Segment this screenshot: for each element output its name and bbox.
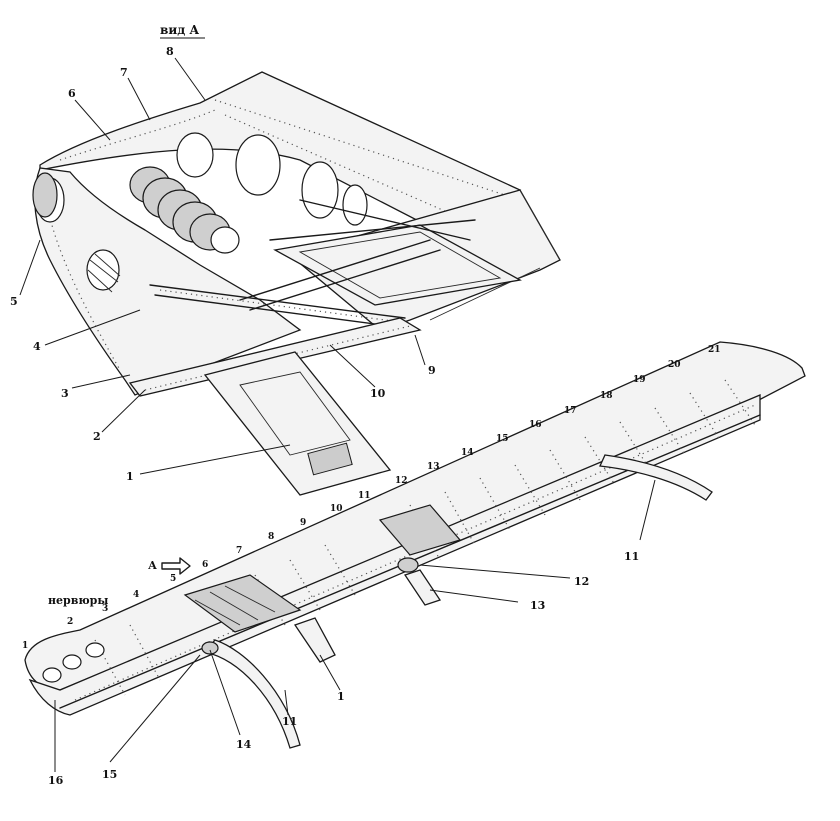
wing-callout-15: 15 [102, 768, 117, 781]
rib-number: 7 [236, 546, 242, 556]
wing-callout-14: 14 [236, 738, 252, 751]
end-fitting [32, 172, 58, 218]
detail-callout-7: 7 [120, 66, 128, 79]
detail-callout-1: 1 [126, 470, 134, 483]
rib-number: 14 [461, 448, 474, 458]
rib-number: 10 [330, 504, 343, 514]
rib-number: 8 [268, 532, 274, 542]
fitting-1 [293, 617, 336, 663]
rib-number: 12 [395, 476, 408, 486]
rib-number: 6 [202, 560, 208, 570]
wing-assembly: А нервюры 1 2 3 4 5 6 7 8 9 10 11 12 13 … [22, 341, 806, 787]
wing-callout-12: 12 [574, 575, 589, 588]
view-arrow-label: А [148, 559, 157, 572]
rib-number: 16 [529, 420, 542, 430]
wing-callout-13: 13 [530, 599, 545, 612]
detail-callout-3: 3 [61, 387, 69, 400]
detail-callout-4: 4 [33, 340, 41, 353]
hinge-fitting-12 [397, 557, 419, 573]
rib-number: 18 [600, 391, 613, 401]
rib-number: 5 [170, 574, 176, 584]
detail-callout-5: 5 [10, 295, 18, 308]
nose-rib [34, 167, 302, 396]
strut-outer [599, 454, 713, 501]
wing-callout-11-outer: 11 [624, 550, 639, 563]
wing-callout-16: 16 [48, 774, 64, 787]
detail-view-a: вид А [10, 23, 561, 496]
fitting-13 [403, 569, 442, 606]
open-bay [378, 504, 462, 556]
rib-number: 3 [102, 604, 108, 614]
detail-callout-6: 6 [68, 87, 76, 100]
detail-callout-9: 9 [428, 364, 436, 377]
rib-number: 11 [358, 491, 371, 501]
bellows-duct [129, 166, 240, 254]
access-cover-plate [203, 351, 392, 496]
rib-number: 15 [496, 434, 509, 444]
rib-number: 1 [22, 641, 28, 651]
rib-number: 9 [300, 518, 306, 528]
rib-number: 17 [564, 406, 577, 416]
wing-lower-surface [28, 394, 761, 716]
detail-callout-8: 8 [166, 45, 174, 58]
rib-number: 13 [427, 462, 440, 472]
ribs-caption: нервюры [48, 594, 108, 607]
rib-number: 2 [67, 617, 73, 627]
detail-callout-2: 2 [93, 430, 101, 443]
rib-number: 21 [708, 345, 721, 355]
rib-number: 20 [668, 360, 681, 370]
open-bay [183, 574, 302, 633]
detail-callout-10: 10 [370, 387, 386, 400]
wing-callout-1: 1 [337, 690, 345, 703]
wing-callout-11-inner: 11 [282, 715, 297, 728]
rib-number: 19 [633, 375, 646, 385]
view-title: вид А [160, 23, 199, 37]
upper-skin-panel [39, 71, 522, 233]
hinge-fitting-14 [201, 641, 219, 655]
rib-number: 4 [133, 590, 139, 600]
